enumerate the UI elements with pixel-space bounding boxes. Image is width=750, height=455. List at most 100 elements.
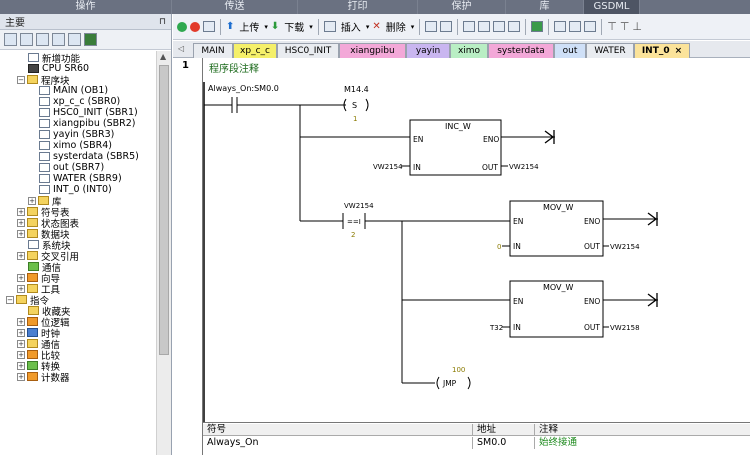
tree-item[interactable]: +向导 — [0, 272, 60, 285]
dropdown-icon[interactable]: ▾ — [309, 22, 313, 31]
tab-int-0[interactable]: INT_0× — [634, 43, 690, 58]
tree-item[interactable]: 新增功能 — [0, 52, 80, 65]
tree-item[interactable]: 通信 — [0, 261, 61, 274]
expand-icon[interactable]: + — [17, 218, 25, 227]
collapse-icon[interactable]: − — [17, 75, 25, 84]
tab-ximo[interactable]: ximo — [450, 43, 488, 58]
contact-icon[interactable] — [554, 21, 567, 32]
tree-item[interactable]: WATER (SBR9) — [0, 173, 122, 184]
wire-right-icon[interactable]: ⊤ — [619, 20, 630, 33]
symbol-icon[interactable] — [36, 33, 49, 46]
eraser-icon[interactable] — [508, 21, 521, 32]
tree-item[interactable]: +数据块 — [0, 228, 70, 241]
tree-item[interactable]: +时钟 — [0, 327, 60, 340]
contact-always-on[interactable]: Always_On:SM0.0 — [208, 84, 346, 113]
tree-item[interactable]: xp_c_c (SBR0) — [0, 96, 120, 107]
expand-icon[interactable]: + — [17, 339, 25, 348]
tab-hsc0-init[interactable]: HSC0_INIT — [277, 43, 339, 58]
network-comment[interactable]: 程序段注释 — [209, 64, 259, 75]
tab-scroll-left-icon[interactable]: ◁ — [178, 44, 185, 53]
network-delete-icon[interactable] — [440, 21, 453, 32]
expand-icon[interactable]: + — [17, 207, 25, 216]
tree-item[interactable]: −程序块 — [0, 74, 70, 87]
expand-icon[interactable]: + — [17, 273, 25, 282]
menu-tab-gsdml[interactable]: GSDML — [584, 0, 640, 14]
expand-icon[interactable]: + — [17, 251, 25, 260]
monitor-icon[interactable] — [531, 21, 544, 32]
function-box-icon[interactable] — [584, 21, 597, 32]
tree-item[interactable]: 系统块 — [0, 239, 71, 252]
tree-item[interactable]: CPU SR60 — [0, 63, 89, 74]
tab-xiangpibu[interactable]: xiangpibu — [339, 43, 406, 58]
tree-item[interactable]: out (SBR7) — [0, 162, 104, 173]
tab-out[interactable]: out — [554, 43, 586, 58]
expand-icon[interactable]: + — [17, 372, 25, 381]
tree-scrollbar[interactable]: ▲ — [156, 51, 171, 455]
tab-main[interactable]: MAIN — [193, 43, 233, 58]
wire-down-icon[interactable]: ⊤ — [607, 20, 617, 33]
tab-yayin[interactable]: yayin — [406, 43, 450, 58]
tree-item[interactable]: yayin (SBR3) — [0, 129, 114, 140]
stop-icon[interactable] — [190, 21, 200, 32]
tree-item[interactable]: +工具 — [0, 283, 60, 296]
expand-icon[interactable]: + — [17, 284, 25, 293]
tree-item[interactable]: xiangpibu (SBR2) — [0, 118, 135, 129]
tree-item[interactable]: 收藏夹 — [0, 305, 71, 318]
tab-xp-c-c[interactable]: xp_c_c — [233, 43, 277, 58]
ladder-diagram[interactable]: Always_On:SM0.0 M14.4 S 1 INC_W EN ENO I… — [203, 58, 750, 422]
dropdown-icon[interactable]: ▾ — [365, 22, 370, 31]
tree-item[interactable]: systerdata (SBR5) — [0, 151, 139, 162]
tree-item[interactable]: +位逻辑 — [0, 316, 70, 329]
expand-icon[interactable]: + — [17, 361, 25, 370]
scroll-thumb[interactable] — [159, 65, 169, 355]
compile-icon[interactable] — [203, 21, 215, 32]
scroll-up-icon[interactable]: ▲ — [160, 52, 167, 61]
tab-systerdata[interactable]: systerdata — [488, 43, 554, 58]
expand-icon[interactable]: + — [17, 350, 25, 359]
inc-w-block[interactable]: INC_W EN ENO IN OUT VW2154 VW2154 — [373, 119, 555, 176]
tree-item[interactable]: +计数器 — [0, 371, 70, 384]
download-button[interactable]: 下载 — [284, 23, 305, 34]
close-icon[interactable]: × — [674, 46, 683, 56]
list-icon[interactable] — [20, 33, 33, 46]
comm-icon[interactable] — [84, 33, 97, 46]
menu-tab-protect[interactable]: 保护 — [418, 0, 506, 14]
menu-tab-library[interactable]: 库 — [506, 0, 584, 14]
tree-item[interactable]: ximo (SBR4) — [0, 140, 112, 151]
compare-contact[interactable]: VW2154 ==I 2 — [342, 202, 510, 239]
expand-icon[interactable]: + — [28, 196, 36, 205]
network-insert-icon[interactable] — [425, 21, 438, 32]
view-icon[interactable] — [4, 33, 17, 46]
jmp-coil[interactable]: 100 JMP — [436, 366, 471, 390]
tree-item[interactable]: HSC0_INIT (SBR1) — [0, 107, 138, 118]
menu-tab-operation[interactable]: 操作 — [0, 0, 172, 14]
expand-icon[interactable]: + — [17, 328, 25, 337]
tree-item[interactable]: MAIN (OB1) — [0, 85, 108, 96]
tree-item[interactable]: +比较 — [0, 349, 60, 362]
menu-tab-print[interactable]: 打印 — [298, 0, 418, 14]
branch-icon[interactable] — [493, 21, 506, 32]
mov-w-block-2[interactable]: MOV_W EN ENO IN OUT T32 VW2158 — [489, 280, 658, 338]
run-icon[interactable] — [177, 21, 187, 32]
delete-button[interactable]: 删除 — [385, 23, 406, 34]
tree-item[interactable]: +库 — [0, 195, 62, 208]
tree-item[interactable]: +状态图表 — [0, 217, 79, 230]
menu-tab-transfer[interactable]: 传送 — [172, 0, 298, 14]
coil-icon[interactable] — [569, 21, 582, 32]
dropdown-icon[interactable]: ▾ — [410, 22, 415, 31]
tree-item[interactable]: +转换 — [0, 360, 60, 373]
tab-water[interactable]: WATER — [586, 43, 634, 58]
insert-button[interactable]: 插入 — [340, 23, 361, 34]
tree-item[interactable]: +通信 — [0, 338, 60, 351]
tree-item[interactable]: INT_0 (INT0) — [0, 184, 112, 195]
pin-icon[interactable]: ⊓ — [158, 16, 166, 27]
wire-up-icon[interactable]: ⊥ — [632, 20, 643, 33]
tree-item[interactable]: −指令 — [0, 294, 49, 307]
table-row[interactable]: Always_On SM0.0 始终接通 — [203, 437, 750, 449]
upload-button[interactable]: 上传 — [239, 23, 260, 34]
expand-icon[interactable]: + — [17, 317, 25, 326]
box-icon[interactable] — [463, 21, 476, 32]
collapse-icon[interactable]: − — [6, 295, 14, 304]
block-icon[interactable] — [68, 33, 81, 46]
dropdown-icon[interactable]: ▾ — [264, 22, 268, 31]
